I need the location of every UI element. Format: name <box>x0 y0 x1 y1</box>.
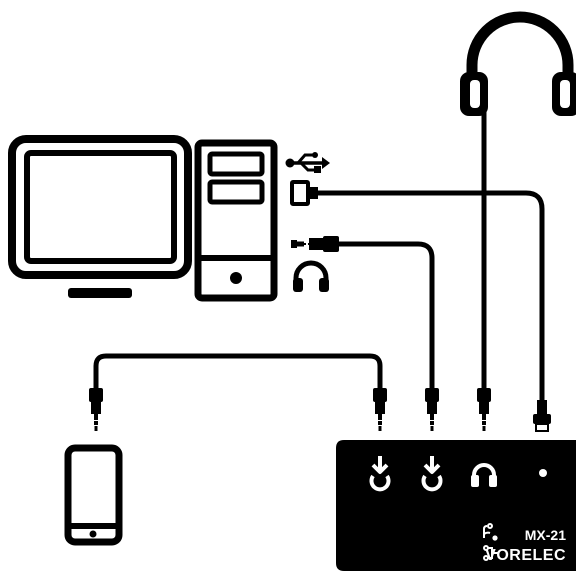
smartphone-icon <box>64 444 123 546</box>
usb-power-led <box>539 469 547 477</box>
connector-glyph-icon <box>483 545 498 561</box>
usb-port-icon <box>290 180 318 206</box>
logo-glyph-icon <box>483 523 498 541</box>
mixer-device: MX-21 VORELEC <box>336 440 576 571</box>
audio-cable-computer <box>339 241 435 388</box>
headphones-icon <box>293 260 329 292</box>
computer-monitor-icon <box>8 135 192 298</box>
device-brand: VORELEC <box>485 547 566 564</box>
usb-micro-plug <box>533 400 551 432</box>
phone-cable <box>93 353 383 388</box>
audio-jack-icon <box>291 236 339 252</box>
computer-tower-icon <box>194 139 278 302</box>
audio-input-icon <box>421 456 443 492</box>
audio-plug-mixer-headphones <box>477 388 491 431</box>
audio-input-icon <box>369 456 391 492</box>
usb-icon <box>285 152 330 173</box>
usb-cable <box>318 190 545 400</box>
audio-plug-mixer-input-2 <box>425 388 439 431</box>
audio-plug-mixer-input-1 <box>373 388 387 431</box>
device-model: MX-21 <box>525 527 566 543</box>
headphones-icon <box>460 11 576 122</box>
headphones-icon <box>471 463 497 487</box>
audio-plug-phone <box>89 388 103 431</box>
